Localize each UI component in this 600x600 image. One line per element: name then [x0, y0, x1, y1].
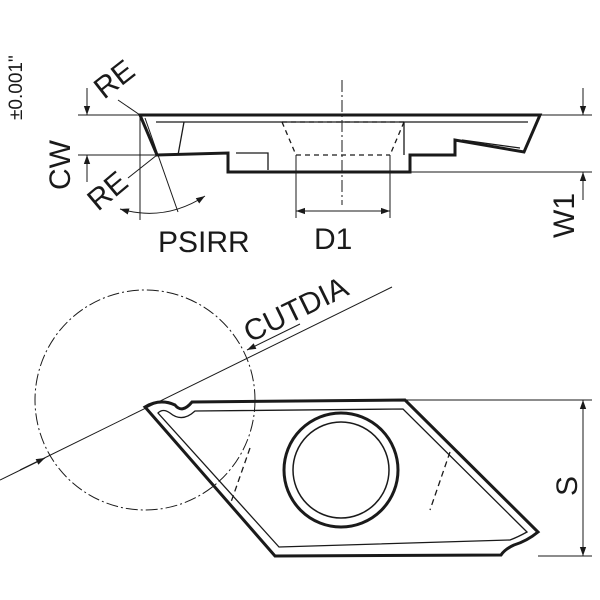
top-view: [0, 286, 592, 558]
left-edge-dashed: [229, 447, 251, 506]
cutdia-arrow-right: [246, 323, 301, 351]
hidden-hole-outline: [281, 121, 405, 156]
re-bottom-label: RE: [81, 165, 134, 217]
cutdia-arrow-left: [0, 457, 46, 481]
d1-label: D1: [314, 223, 352, 256]
hole-outer: [282, 411, 400, 529]
side-view-outline: [137, 113, 543, 174]
cw-tolerance-label: ±0.001": [6, 55, 27, 120]
cutdia-leader: [19, 286, 393, 471]
side-view-edge-detail: [461, 139, 521, 149]
cutting-diameter-circle: [34, 289, 256, 511]
side-view-chip-breaker: [177, 121, 269, 170]
re-top-leader: [117, 99, 141, 116]
right-edge-dashed: [429, 451, 451, 511]
side-view: [78, 80, 592, 220]
insert-inner-outline: [157, 408, 529, 548]
re-bottom-leader: [127, 154, 158, 179]
cutdia-label: CUTDIA: [239, 271, 354, 350]
insert-outline: [142, 398, 541, 558]
s-label: S: [551, 476, 584, 496]
w1-label: W1: [548, 193, 581, 238]
cw-label: CW: [44, 139, 77, 190]
hole-inner: [292, 421, 390, 519]
psirr-arc: [119, 195, 206, 215]
psirr-ext-line: [144, 117, 179, 213]
psirr-label: PSIRR: [158, 226, 250, 259]
re-top-label: RE: [88, 54, 141, 106]
